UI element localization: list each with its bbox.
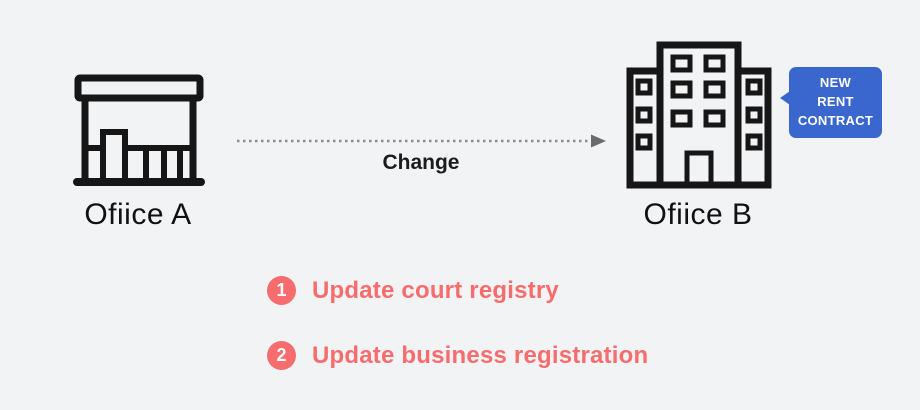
storefront-icon [73, 74, 205, 186]
callout-line: NEW [819, 75, 852, 91]
change-arrow [237, 134, 606, 148]
callout-line: RENT [817, 94, 854, 110]
callout-line: CONTRACT [797, 112, 874, 128]
list-item-step-1: 1 Update court registry [267, 276, 559, 305]
change-label: Change [382, 151, 460, 174]
step-1-label: Update court registry [312, 276, 559, 304]
rent-contract-callout: NEW RENT CONTRACT [780, 67, 882, 138]
step-2-badge: 2 [267, 341, 296, 370]
callout-pointer-icon [780, 91, 790, 105]
arrowhead-icon [591, 134, 606, 148]
office-a-label: Ofiice A [84, 198, 192, 231]
office-building-icon [626, 41, 772, 189]
office-b-label: Ofiice B [643, 198, 753, 231]
step-1-badge: 1 [267, 276, 296, 305]
step-2-label: Update business registration [312, 341, 649, 369]
list-item-step-2: 2 Update business registration [267, 341, 648, 370]
